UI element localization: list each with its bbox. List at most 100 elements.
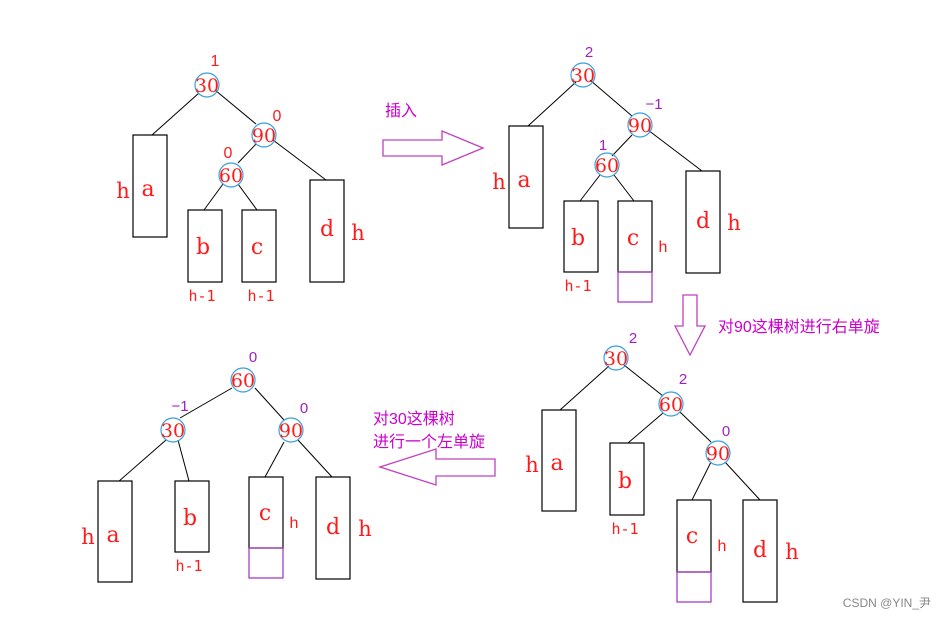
height-label-c: h bbox=[290, 515, 299, 532]
edge bbox=[611, 134, 633, 157]
node-90: 90 bbox=[252, 125, 276, 147]
node-circle bbox=[218, 162, 244, 188]
subtree-label-b: b bbox=[183, 506, 197, 531]
subtree-label-c: c bbox=[686, 524, 698, 549]
subtree-label-a: a bbox=[550, 451, 563, 476]
edge bbox=[151, 92, 200, 136]
balance-factor: 2 bbox=[679, 371, 687, 388]
node-90: 90 bbox=[628, 115, 652, 137]
left-rotate-arrow: 对30这棵树 进行一个左单旋 bbox=[373, 410, 496, 486]
edge bbox=[254, 387, 285, 421]
subtree-label-b: b bbox=[196, 235, 210, 260]
balance-factor: −1 bbox=[645, 96, 662, 113]
watermark: CSDN @YIN_尹 bbox=[843, 596, 931, 610]
balance-factor: 0 bbox=[300, 400, 308, 417]
left-arrow-icon bbox=[377, 448, 496, 486]
edge bbox=[297, 439, 333, 478]
insert-caption: 插入 bbox=[385, 102, 417, 120]
subtree-c bbox=[248, 476, 284, 549]
panel-final: 60 30 90 0 −1 0 a b c d h h h h-1 bbox=[81, 349, 372, 583]
node-60: 60 bbox=[219, 165, 243, 187]
subtree-label-d: d bbox=[753, 538, 767, 563]
insert-arrow: 插入 bbox=[382, 102, 485, 166]
edge bbox=[237, 143, 257, 164]
node-circle bbox=[594, 152, 620, 178]
node-30: 30 bbox=[161, 420, 185, 442]
subtree-label-a: a bbox=[106, 523, 119, 548]
edge bbox=[679, 411, 712, 443]
height-label-c: h bbox=[659, 239, 668, 256]
subtree-b bbox=[609, 442, 645, 516]
subtree-b bbox=[187, 209, 223, 283]
edge bbox=[272, 139, 327, 181]
new-node-box bbox=[248, 547, 284, 579]
panel-after-insert: 30 90 60 2 −1 1 a b c d h h h h-1 bbox=[492, 44, 741, 303]
node-circle bbox=[278, 417, 304, 443]
subtree-label-b: b bbox=[571, 226, 585, 251]
panel-before: 30 90 60 1 0 0 a b c d h h h-1 h-1 bbox=[116, 53, 365, 305]
subtree-d bbox=[309, 179, 345, 283]
subtree-a bbox=[132, 134, 168, 238]
edge bbox=[623, 364, 664, 397]
node-circle bbox=[230, 367, 256, 393]
node-30: 30 bbox=[571, 65, 595, 87]
height-label-c: h bbox=[718, 538, 727, 555]
edge bbox=[264, 441, 285, 478]
edge bbox=[214, 89, 257, 125]
subtree-label-b: b bbox=[618, 469, 632, 494]
edge bbox=[691, 461, 712, 501]
new-node-box bbox=[676, 571, 712, 603]
edge bbox=[647, 129, 703, 172]
balance-factor: −1 bbox=[171, 398, 188, 415]
height-label-a: h bbox=[492, 170, 506, 194]
height-label-b: h-1 bbox=[611, 520, 638, 538]
balance-factor: 0 bbox=[273, 108, 282, 125]
height-label-c: h-1 bbox=[247, 287, 274, 305]
subtree-a bbox=[97, 480, 133, 583]
height-label-d: h bbox=[351, 221, 365, 245]
node-circle bbox=[251, 122, 277, 148]
node-30: 30 bbox=[195, 75, 219, 97]
height-label-a: h bbox=[81, 525, 95, 549]
node-circle bbox=[160, 417, 186, 443]
right-rotate-caption: 对90这棵树进行右单旋 bbox=[718, 318, 880, 336]
right-arrow-icon bbox=[382, 130, 485, 166]
subtree-d bbox=[315, 476, 351, 580]
node-90: 90 bbox=[279, 420, 303, 442]
edge bbox=[237, 183, 258, 211]
node-circle bbox=[570, 62, 596, 88]
edge bbox=[589, 79, 633, 117]
node-circle bbox=[194, 72, 220, 98]
height-label-a: h bbox=[525, 453, 539, 477]
node-circle bbox=[603, 345, 629, 371]
node-circle bbox=[658, 391, 684, 417]
right-rotate-arrow: 对90这棵树进行右单旋 bbox=[673, 294, 880, 357]
down-arrow-icon bbox=[673, 294, 707, 357]
balance-factor: 0 bbox=[224, 145, 233, 162]
height-label-b: h-1 bbox=[188, 287, 215, 305]
subtree-c bbox=[241, 209, 277, 283]
subtree-label-c: c bbox=[259, 501, 271, 526]
node-90: 90 bbox=[706, 443, 730, 465]
new-node-box bbox=[617, 271, 653, 303]
left-rotate-caption-line2: 进行一个左单旋 bbox=[373, 433, 485, 451]
node-circle bbox=[705, 440, 731, 466]
subtree-label-a: a bbox=[141, 177, 154, 202]
edge bbox=[179, 387, 233, 419]
balance-factor: 2 bbox=[629, 330, 637, 347]
height-label-d: h bbox=[358, 517, 372, 541]
subtree-d bbox=[742, 499, 778, 603]
edge bbox=[559, 365, 610, 411]
subtree-label-d: d bbox=[696, 209, 710, 234]
subtree-a bbox=[541, 409, 577, 512]
balance-factor: 0 bbox=[722, 423, 730, 440]
node-60: 60 bbox=[659, 394, 683, 416]
subtree-b bbox=[563, 200, 599, 273]
subtree-label-c: c bbox=[251, 235, 263, 260]
edge bbox=[117, 439, 167, 483]
height-label-b: h-1 bbox=[564, 277, 591, 295]
subtree-label-d: d bbox=[326, 515, 340, 540]
height-label-a: h bbox=[116, 179, 130, 203]
edge bbox=[203, 183, 224, 211]
